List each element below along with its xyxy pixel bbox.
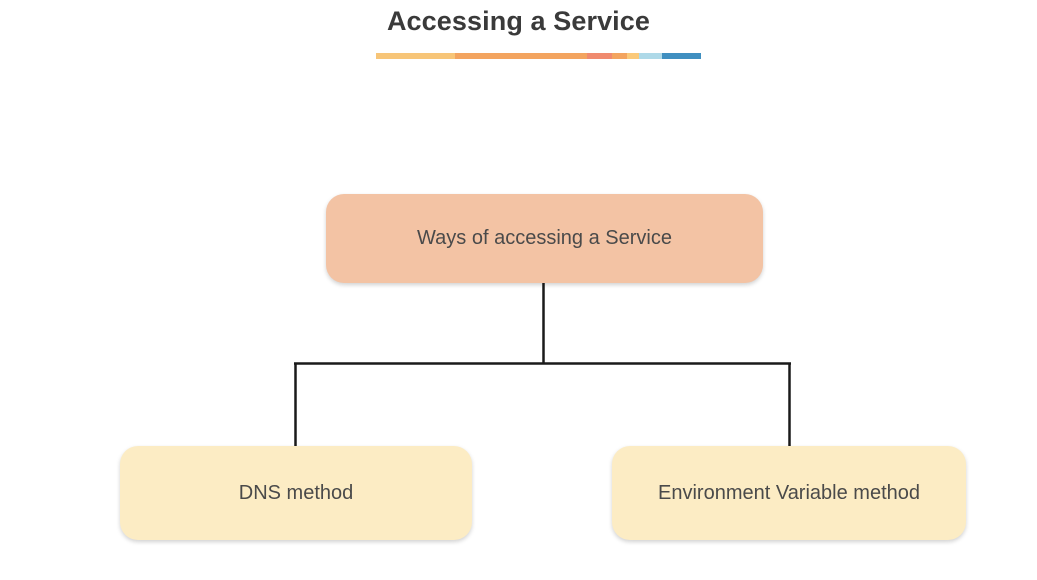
title-block: Accessing a Service (0, 4, 1037, 38)
title-rule-segment-2 (586, 53, 612, 59)
title-underline-rule (376, 53, 701, 59)
node-label: Ways of accessing a Service (417, 227, 672, 249)
title-rule-segment-6 (662, 53, 701, 59)
title-rule-segment-3 (611, 53, 628, 59)
node-dns-method[interactable]: DNS method (120, 446, 472, 540)
connector-path-group (294, 283, 791, 449)
node-label: DNS method (238, 481, 354, 504)
title-rule-segment-4 (627, 53, 640, 59)
title-rule-segment-0 (376, 53, 456, 59)
page-title: Accessing a Service (386, 6, 651, 36)
node-label: Environment Variable method (658, 481, 920, 504)
node-ways-of-accessing-a-service[interactable]: Ways of accessing a Service (326, 194, 763, 283)
title-rule-segment-1 (455, 53, 587, 59)
node-environment-variable-method[interactable]: Environment Variable method (612, 446, 966, 540)
title-rule-segment-5 (639, 53, 663, 59)
